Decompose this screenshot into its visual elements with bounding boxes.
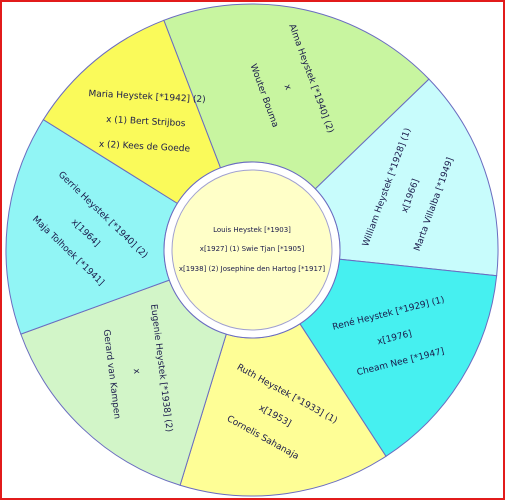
center-person-circle[interactable] [171, 169, 333, 331]
center-first-marriage: x[1927] (1) Swie Tjan [*1905] [200, 245, 305, 253]
segment-eugenie-line-2: x [131, 368, 142, 375]
segment-maria-line-3: x (2) Kees de Goede [99, 140, 191, 155]
center-person-name: Louis Heystek [*1903] [213, 226, 291, 234]
segment-maria-line-2: x (1) Bert Strijbos [106, 115, 186, 129]
center-second-marriage: x[1938] (2) Josephine den Hartog [*1917] [179, 265, 325, 273]
segment-alma-line-2: x [282, 83, 293, 92]
